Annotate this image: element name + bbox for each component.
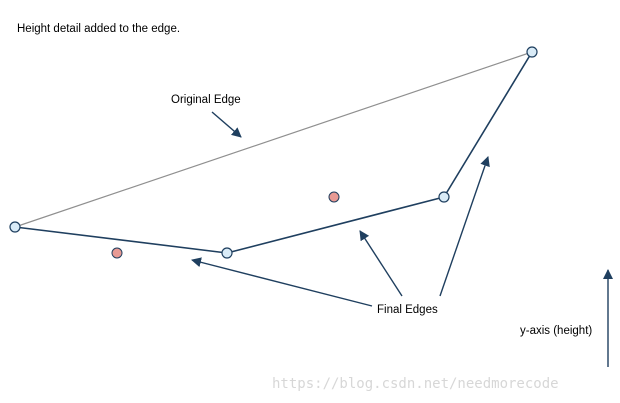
original-edge-line (14, 51, 533, 228)
height-point (328, 191, 340, 203)
vertex-node (221, 247, 233, 259)
height-point (111, 247, 123, 259)
diagram-title: Height detail added to the edge. (17, 23, 180, 35)
final-edges-label: Final Edges (377, 304, 438, 316)
final-edges-arrow-left (191, 257, 373, 307)
final-edges-arrow-middle (359, 230, 403, 297)
final-edges-arrow-right (439, 156, 490, 297)
vertex-node (526, 46, 538, 58)
y-axis-label: y-axis (height) (520, 325, 592, 337)
original-edge-label: Original Edge (171, 94, 241, 106)
vertex-node (438, 191, 450, 203)
original-edge-arrow (211, 111, 242, 138)
vertex-node (9, 221, 21, 233)
watermark-text: https://blog.csdn.net/needmorecode (272, 376, 559, 392)
final-edges-polyline (14, 51, 533, 254)
